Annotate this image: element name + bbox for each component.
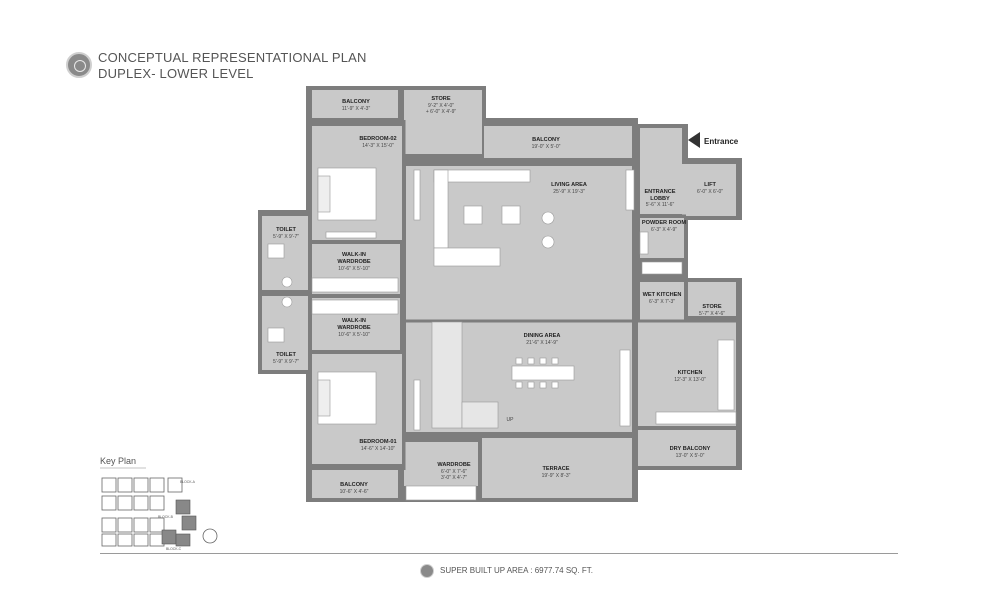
entrance-label: Entrance — [704, 137, 739, 146]
dry-balcony-floor — [638, 430, 736, 466]
footer-divider — [100, 553, 898, 554]
balcony-top-left-dim: 11'-9" X 4'-3" — [342, 106, 371, 112]
terrace-name: TERRACE — [542, 466, 569, 472]
balcony-bottom-name: BALCONY — [340, 482, 368, 488]
bedroom-01-dim: 14'-6" X 14'-10" — [361, 446, 396, 452]
key-plan: BLOCK-A BLOCK-B BLOCK-C — [100, 467, 218, 551]
lift-dim: 6'-0" X 6'-0" — [697, 189, 723, 195]
balcony-top-left-name: BALCONY — [342, 99, 370, 105]
wardrobe-02 — [325, 231, 377, 239]
coffee-table-1 — [463, 205, 483, 225]
lift-name: LIFT — [704, 182, 716, 188]
wardrobe-dim2: 3'-0" X 4'-7" — [441, 475, 467, 481]
powder-room-dim: 6'-3" X 4'-9" — [651, 227, 677, 233]
key-plan-label-a: BLOCK-A — [180, 480, 196, 484]
plan-title-line1: CONCEPTUAL REPRESENTATIONAL PLAN — [98, 50, 367, 65]
super-built-up-area: SUPER BUILT UP AREA : 6977.74 SQ. FT. — [440, 566, 593, 576]
balcony-top-dim: 19'-0" X 5'-0" — [532, 144, 561, 150]
store-right-dim: 5'-7" X 4'-6" — [699, 311, 725, 317]
terrace-floor — [482, 438, 632, 498]
stairs-up-label: UP — [507, 417, 515, 423]
wet-kitchen-dim: 6'-3" X 7'-3" — [649, 299, 675, 305]
entrance-lobby-dim: 5'-6" X 11'-6" — [646, 202, 675, 208]
furniture — [267, 167, 737, 501]
key-plan-title: Key Plan — [100, 456, 137, 466]
toilet-bottom-dim: 5'-9" X 9'-7" — [273, 359, 299, 365]
key-plan-label-c: BLOCK-C — [166, 547, 182, 551]
toilet-top-name: TOILET — [276, 227, 296, 233]
key-plan-label-b: BLOCK-B — [158, 515, 174, 519]
dining-area-name: DINING AREA — [524, 333, 561, 339]
armchair-1 — [541, 211, 555, 225]
dry-balcony-dim: 13'-0" X 5'-0" — [676, 453, 705, 459]
sofa-left — [433, 169, 449, 249]
living-area-name: LIVING AREA — [551, 182, 587, 188]
entrance-arrow-icon — [688, 132, 700, 148]
stairs — [431, 321, 463, 429]
wardrobe-floor — [404, 442, 478, 486]
store-top-name: STORE — [431, 96, 450, 102]
kitchen-dim: 12'-3" X 13'-0" — [674, 377, 706, 383]
toilet-bottom-name: TOILET — [276, 352, 296, 358]
balcony-bottom-dim: 10'-6" X 4'-6" — [340, 489, 369, 495]
floors — [262, 90, 736, 498]
walkin-top-name2: WARDROBE — [337, 259, 371, 265]
armchair-2 — [541, 235, 555, 249]
walkin-top-name: WALK-IN — [342, 252, 366, 258]
wardrobe-dim: 6'-0" X 7'-6" — [441, 469, 467, 475]
entrance-lobby-floor — [640, 128, 682, 214]
powder-room-name: POWDER ROOM — [642, 220, 686, 226]
balcony-top-floor — [484, 126, 632, 158]
footer: SUPER BUILT UP AREA : 6977.74 SQ. FT. — [420, 564, 593, 578]
partitions — [310, 120, 740, 470]
dining-area-dim: 21'-6" X 14'-9" — [526, 340, 558, 346]
lift-floor — [682, 164, 736, 216]
footer-logo-icon — [420, 564, 434, 578]
plan-title-line2: DUPLEX- LOWER LEVEL — [98, 66, 254, 81]
walkin-bottom-name2: WARDROBE — [337, 325, 371, 331]
balcony-bottom-floor — [312, 470, 398, 498]
brand-logo-icon — [66, 52, 92, 78]
store-top-dim2: + 6'-0" X 4'-9" — [426, 109, 457, 115]
kitchen-name: KITCHEN — [678, 370, 703, 376]
walkin-bottom-name: WALK-IN — [342, 318, 366, 324]
room-labels: BALCONY 11'-9" X 4'-3" STORE 9'-2" X 4'-… — [273, 96, 725, 495]
entrance-lobby-name2: LOBBY — [650, 196, 670, 202]
balcony-top-left-floor — [312, 90, 398, 118]
coffee-table-2 — [501, 205, 521, 225]
dining-table — [511, 365, 575, 381]
store-top-dim: 9'-2" X 4'-0" — [428, 103, 454, 109]
dry-balcony-name: DRY BALCONY — [670, 446, 711, 452]
sofa-bottom — [433, 247, 501, 267]
entrance-lobby-name: ENTRANCE — [644, 189, 675, 195]
toilet-top-dim: 5'-9" X 9'-7" — [273, 234, 299, 240]
bedroom-02-name: BEDROOM-02 — [359, 136, 396, 142]
sofa-top — [433, 169, 531, 183]
walkin-bottom-dim: 10'-6" X 5'-10" — [338, 332, 370, 338]
living-area-dim: 25'-9" X 19'-3" — [553, 189, 585, 195]
walkin-top-dim: 10'-6" X 5'-10" — [338, 266, 370, 272]
wet-kitchen-floor — [640, 282, 684, 320]
wet-kitchen-name: WET KITCHEN — [643, 292, 682, 298]
store-right-floor — [688, 282, 736, 316]
store-right-name: STORE — [702, 304, 721, 310]
bedroom-02-dim: 14'-3" X 15'-0" — [362, 143, 394, 149]
store-top-floor — [404, 90, 482, 154]
terrace-dim: 19'-9" X 8'-3" — [542, 473, 571, 479]
bedroom-01-name: BEDROOM-01 — [359, 439, 396, 445]
plan-title: CONCEPTUAL REPRESENTATIONAL PLAN DUPLEX-… — [98, 50, 367, 82]
wardrobe-name: WARDROBE — [437, 462, 471, 468]
balcony-top-name: BALCONY — [532, 137, 560, 143]
